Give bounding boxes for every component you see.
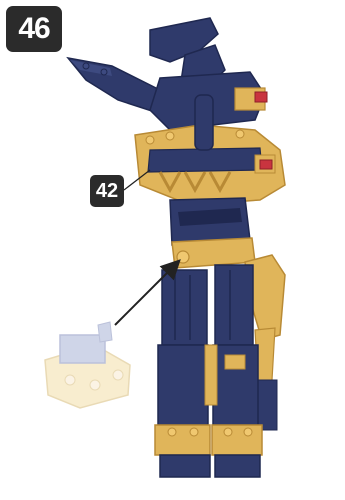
part-callout-badge: 42 [90,175,124,207]
waist-assembly [170,198,255,268]
ghost-subassembly [45,322,130,408]
part-callout-label: 42 [96,180,118,203]
legs [155,265,262,477]
wing-left [68,58,160,112]
